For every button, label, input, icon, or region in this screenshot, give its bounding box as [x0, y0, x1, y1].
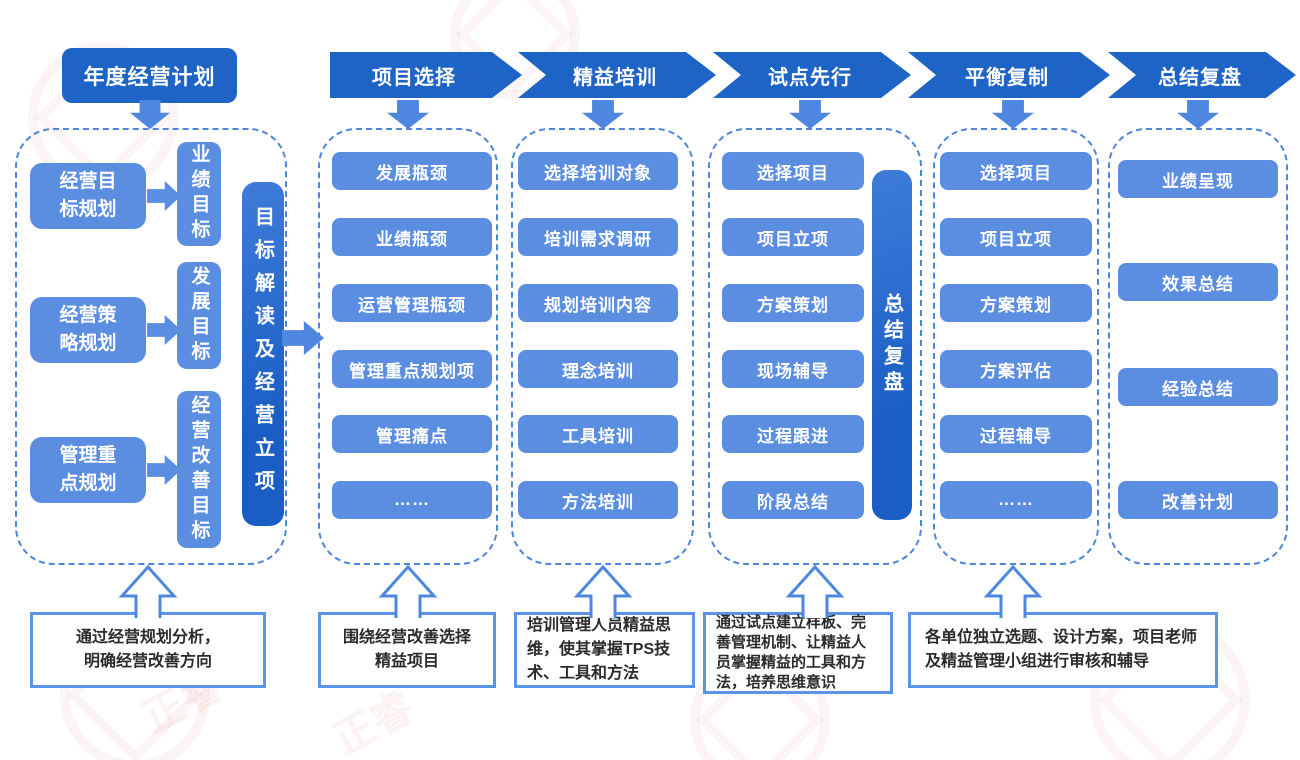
stage-item: 业绩瓶颈	[332, 218, 492, 256]
note-box: 围绕经营改善选择 精益项目	[318, 612, 496, 688]
down-arrow-icon	[992, 100, 1034, 129]
stage-item: ……	[940, 481, 1092, 519]
annual-plan-box: 年度经营计划	[62, 48, 237, 103]
stage-chevron-project-selection: 项目选择	[330, 52, 522, 98]
stage-panel-pilot-first	[708, 128, 922, 565]
up-arrow-icon	[573, 564, 633, 618]
stage-chevron-balanced-replication: 平衡复制	[908, 52, 1110, 98]
up-arrow-icon	[378, 564, 438, 618]
planning-panel	[15, 128, 287, 565]
stage-item: 方案策划	[940, 284, 1092, 322]
stage-item: ……	[332, 481, 492, 519]
stage-item: 现场辅导	[722, 350, 864, 388]
stage-chevron-lean-training: 精益培训	[518, 52, 716, 98]
planning-source-box: 经营策 略规划	[30, 297, 146, 363]
summary-review-bar: 总结复盘	[872, 170, 912, 520]
note-box: 培训管理人员精益思维，使其掌握TPS技术、工具和方法	[514, 612, 695, 688]
stage-item: 管理痛点	[332, 415, 492, 453]
down-arrow-icon	[387, 100, 429, 129]
note-box: 通过经营规划分析， 明确经营改善方向	[30, 612, 266, 688]
goal-interpretation-bar: 目标解读及经营立项	[242, 182, 284, 526]
planning-source-box: 经营目 标规划	[30, 163, 146, 229]
planning-target-box: 业绩目标	[177, 142, 221, 246]
stage-item: 选择培训对象	[518, 152, 678, 190]
stage-panel-project-selection	[318, 128, 498, 565]
down-arrow-icon	[582, 100, 624, 129]
stage-item: 选择项目	[940, 152, 1092, 190]
stage-item: 工具培训	[518, 415, 678, 453]
stage-item: 方案策划	[722, 284, 864, 322]
stage-item: 培训需求调研	[518, 218, 678, 256]
down-arrow-icon	[789, 100, 831, 129]
stage-item: 理念培训	[518, 350, 678, 388]
planning-target-box: 发展目标	[177, 262, 221, 369]
stage-item: 规划培训内容	[518, 284, 678, 322]
stage-item: 改善计划	[1118, 481, 1278, 519]
stage-item: 管理重点规划项	[332, 350, 492, 388]
stage-panel-summary-review	[1108, 128, 1288, 565]
stage-panel-lean-training	[511, 128, 694, 565]
stage-item: 方案评估	[940, 350, 1092, 388]
stage-panel-balanced-replication	[933, 128, 1099, 565]
stage-chevron-summary-review: 总结复盘	[1108, 52, 1296, 98]
stage-item: 阶段总结	[722, 481, 864, 519]
planning-target-box: 经营改善目标	[177, 391, 221, 548]
up-arrow-icon	[785, 564, 845, 618]
stage-item: 项目立项	[940, 218, 1092, 256]
stage-item: 经验总结	[1118, 368, 1278, 406]
stage-item: 过程跟进	[722, 415, 864, 453]
stage-item: 发展瓶颈	[332, 152, 492, 190]
note-box: 各单位独立选题、设计方案，项目老师及精益管理小组进行审核和辅导	[908, 612, 1218, 688]
planning-source-box: 管理重 点规划	[30, 437, 146, 503]
stage-item: 业绩呈现	[1118, 160, 1278, 198]
stage-chevron-pilot-first: 试点先行	[713, 52, 911, 98]
stage-item: 运营管理瓶颈	[332, 284, 492, 322]
down-arrow-icon	[1177, 100, 1219, 129]
stage-item: 选择项目	[722, 152, 864, 190]
stage-item: 方法培训	[518, 481, 678, 519]
up-arrow-icon	[983, 564, 1043, 618]
down-arrow-icon	[130, 100, 170, 129]
stage-item: 过程辅导	[940, 415, 1092, 453]
note-box: 通过试点建立样板、完善管理机制、让精益人员掌握精益的工具和方法，培养思维意识	[703, 612, 893, 694]
stage-item: 项目立项	[722, 218, 864, 256]
stage-item: 效果总结	[1118, 263, 1278, 301]
up-arrow-icon	[118, 564, 178, 618]
